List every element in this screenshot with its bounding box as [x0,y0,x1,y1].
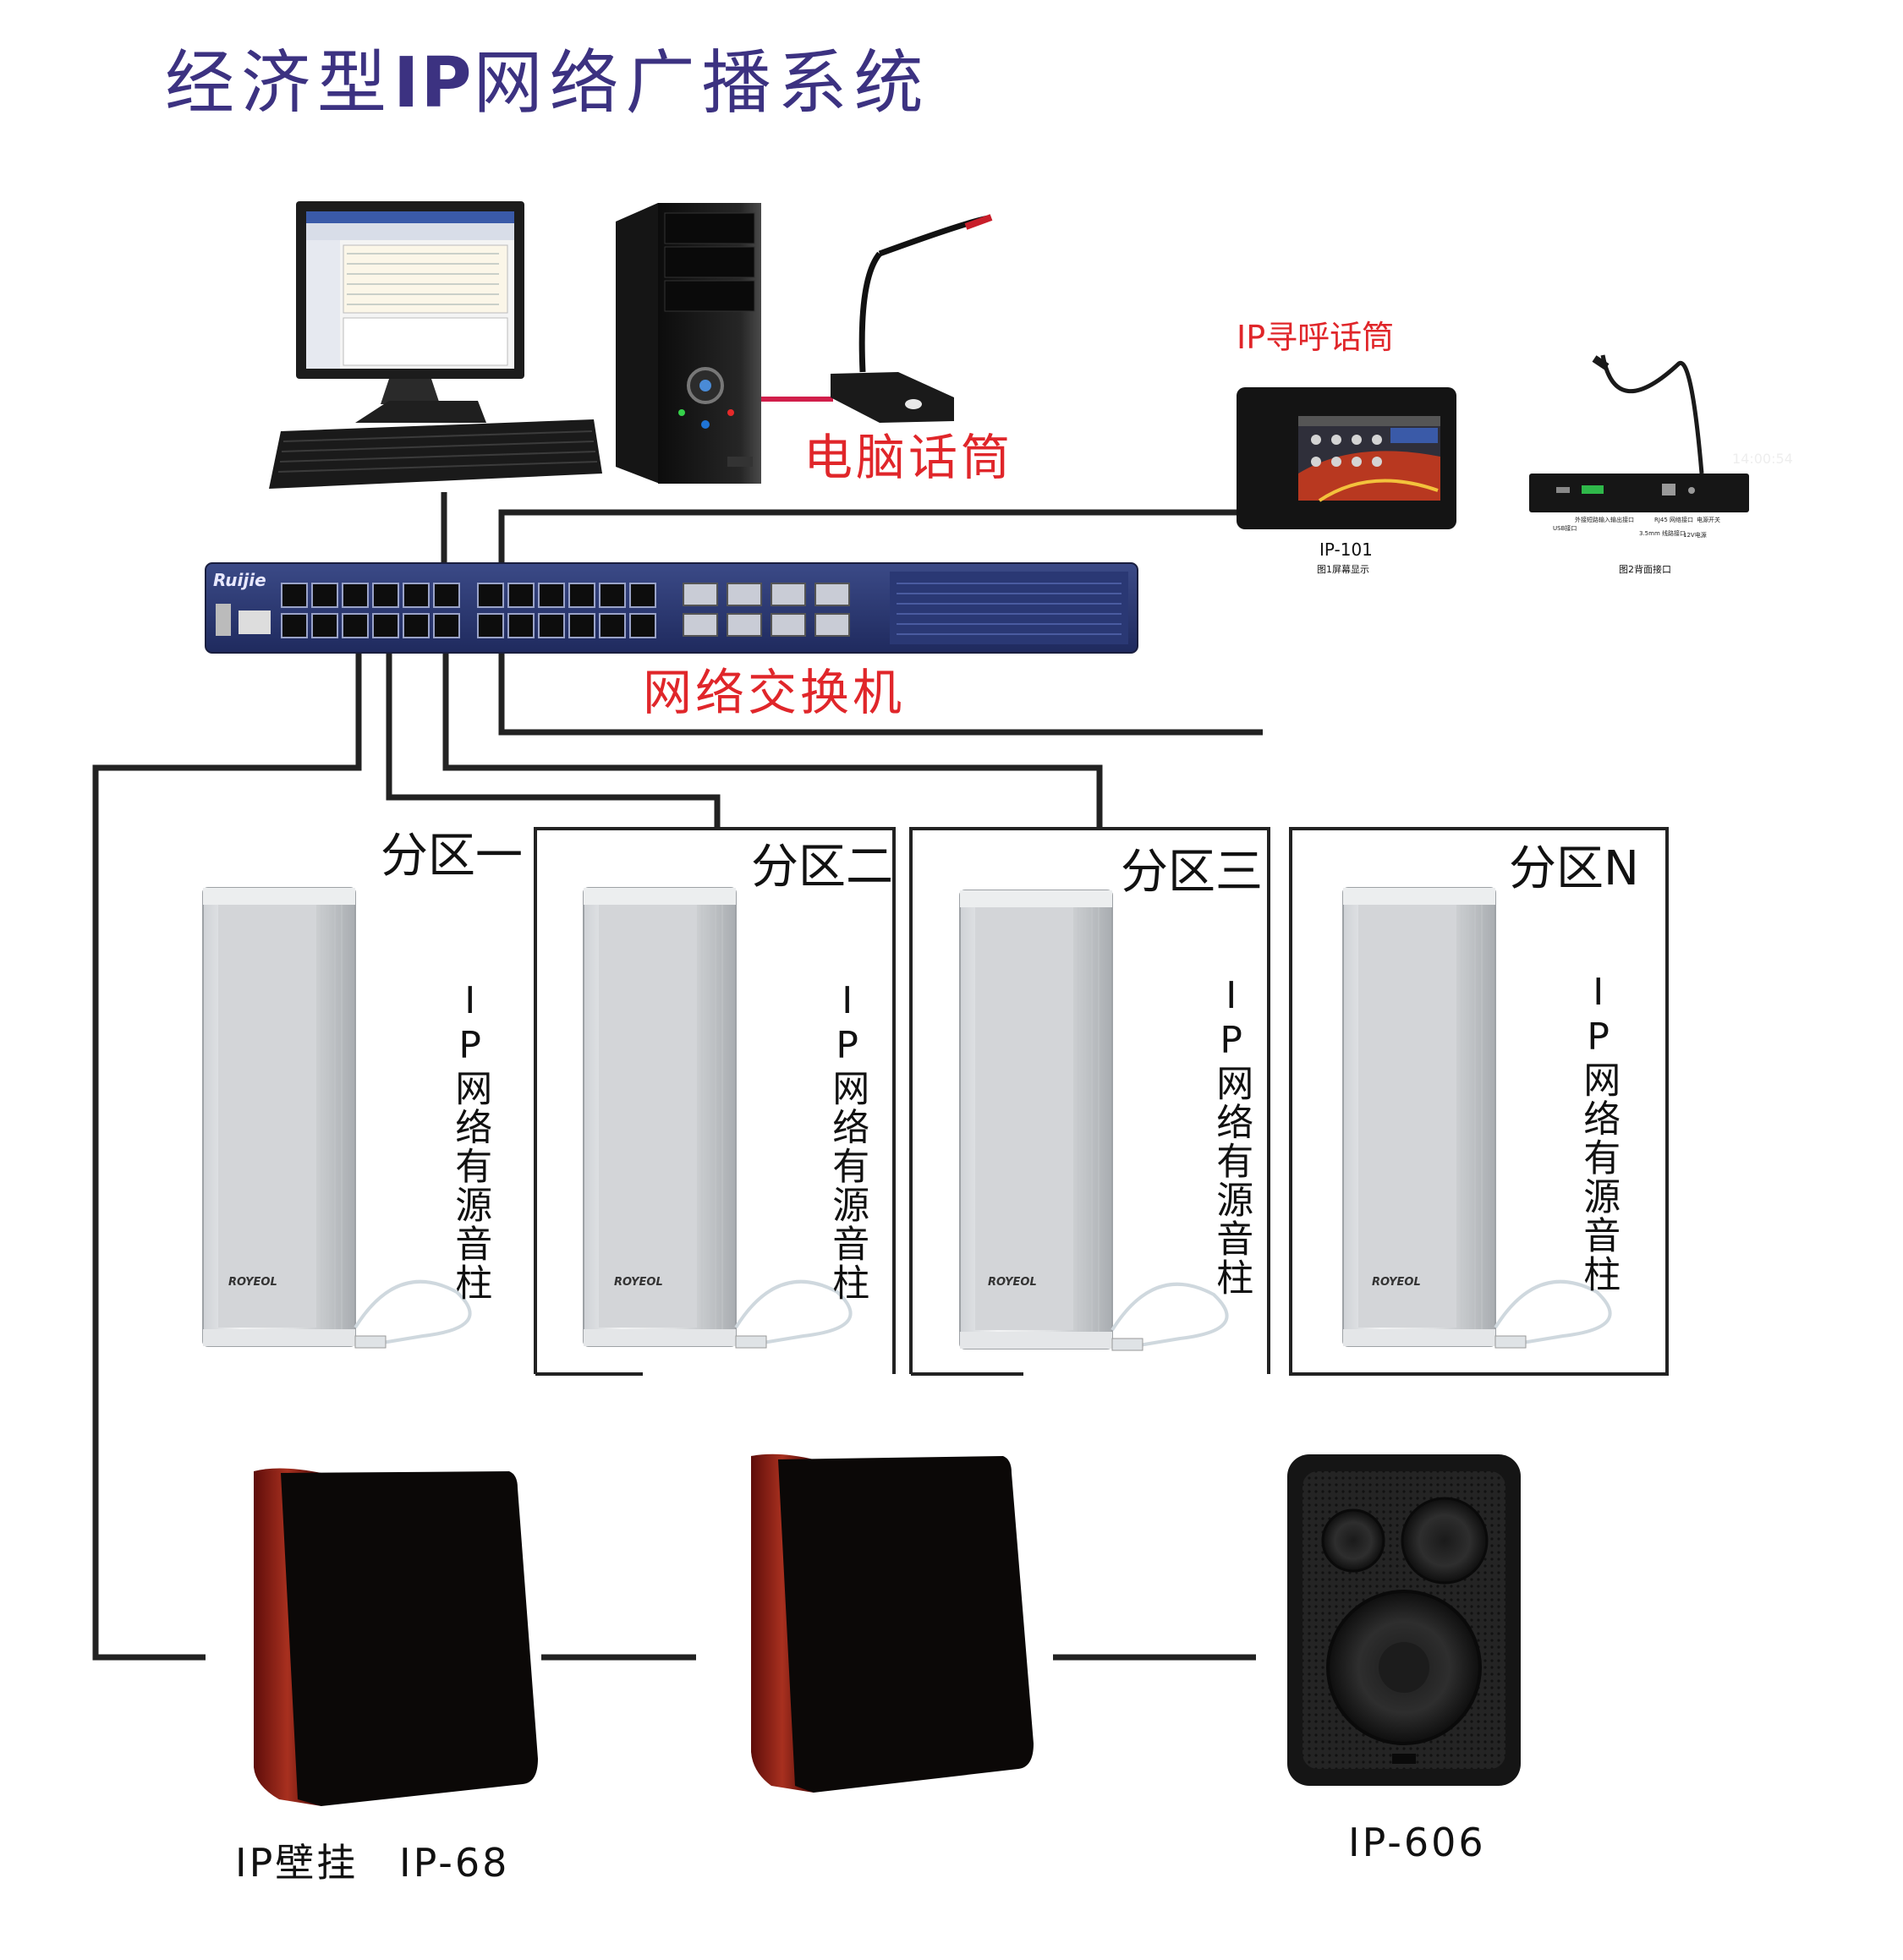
zone-n-label: 分区N [1509,841,1639,896]
zone3-box [909,827,1270,1374]
column-speaker-2 [583,887,853,1349]
zone-n-device-label: IP网络有源音柱 [1577,971,1621,1294]
column-brand-2: ROYEOL [614,1276,663,1289]
rj45-port [372,613,399,638]
line-switch-to-zone2 [386,651,721,829]
zone-boxes [534,827,1669,1376]
line-switch-to-extension [498,651,1263,736]
rear-port-usb: USB接口 [1553,525,1577,532]
sfp-port [683,583,718,606]
wall-speaker-2 [751,1454,1034,1793]
zone-2-label: 分区二 [751,840,893,895]
zone-n-box [1289,827,1669,1376]
connection-lines [92,492,1263,1661]
box-speaker-ip606 [1287,1454,1521,1786]
rj45-port [281,613,308,638]
sfp-port [771,583,806,606]
rj45-port [311,613,338,638]
rj45-port [599,583,626,608]
rear-port-rj45: RJ45 网络接口 [1654,517,1694,523]
zone-1-label: 分区一 [381,829,523,884]
zone-3-label: 分区三 [1121,845,1263,900]
column-brand-4: ROYEOL [1372,1276,1421,1289]
rj45-port [568,583,595,608]
column-speakers [202,887,1612,1351]
rj45-port [629,583,656,608]
column-speaker-4 [1342,887,1612,1349]
label-ip101-caption: 图1屏幕显示 [1317,564,1369,575]
switch-ports-rj45 [281,583,656,638]
label-wall-mount: IP壁挂 [235,1840,359,1886]
title-ip: IP [393,43,474,123]
network-switch [205,562,1138,654]
switch-ports-sfp [683,583,850,637]
ip-paging-mic-rear [1529,354,1749,512]
column-brand-1: ROYEOL [228,1276,277,1289]
switch-brand: Ruijie [213,570,266,590]
label-ip-paging-mic: IP寻呼话筒 [1237,319,1395,356]
rj45-port [433,613,460,638]
rj45-port [477,583,504,608]
sfp-port [727,583,762,606]
rj45-port [507,613,535,638]
rj45-port [599,613,626,638]
rj45-port [433,583,460,608]
label-ip606: IP-606 [1348,1820,1486,1865]
rear-port-line: 3.5mm 线路接口 [1639,530,1686,537]
rj45-port [507,583,535,608]
rj45-port [477,613,504,638]
computer-monitor [269,201,602,489]
sfp-port [771,613,806,637]
screen-clock: 14:00:54 [1732,451,1793,467]
label-rear-caption: 图2背面接口 [1619,564,1671,575]
page-title: 经济型IP网络广播系统 [165,49,930,118]
rj45-port [281,583,308,608]
label-ip68: IP-68 [399,1840,510,1886]
keyboard [269,419,602,489]
rj45-port [311,583,338,608]
pc-tower [616,203,761,484]
column-speaker-3 [959,890,1229,1351]
rj45-port [342,583,369,608]
column-speaker-1 [202,887,472,1349]
sfp-port [683,613,718,637]
label-network-switch: 网络交换机 [643,664,906,721]
computer-mic [831,214,993,423]
ip-paging-mic-screen [1237,387,1456,529]
rj45-port [342,613,369,638]
line-paging-mic-to-switch [498,509,1237,575]
rj45-port [403,583,430,608]
zone2-box [534,827,896,1374]
line-switch-to-wall-speakers [92,651,362,1661]
rj45-port [538,613,565,638]
zone-1-device-label: IP网络有源音柱 [448,979,492,1302]
rear-port-power: 12V电源 [1683,532,1707,539]
title-suffix: 网络广播系统 [473,43,930,123]
zone-3-device-label: IP网络有源音柱 [1209,974,1253,1297]
zone-2-device-label: IP网络有源音柱 [825,979,869,1302]
column-brand-3: ROYEOL [988,1276,1037,1289]
rear-port-io: 外接短路输入输出接口 [1575,517,1634,523]
rj45-port [372,583,399,608]
wall-speaker-1 [254,1468,538,1806]
rj45-port [538,583,565,608]
sfp-port [814,583,850,606]
line-switch-to-zone3 [442,651,1103,829]
rj45-port [629,613,656,638]
rj45-port [568,613,595,638]
label-ip101-model: IP-101 [1319,539,1373,560]
sfp-port [814,613,850,637]
sfp-port [727,613,762,637]
title-prefix: 经济型 [165,43,394,123]
rj45-port [403,613,430,638]
label-computer-mic: 电脑话筒 [803,429,1014,486]
rear-port-switch: 电源开关 [1697,517,1720,523]
